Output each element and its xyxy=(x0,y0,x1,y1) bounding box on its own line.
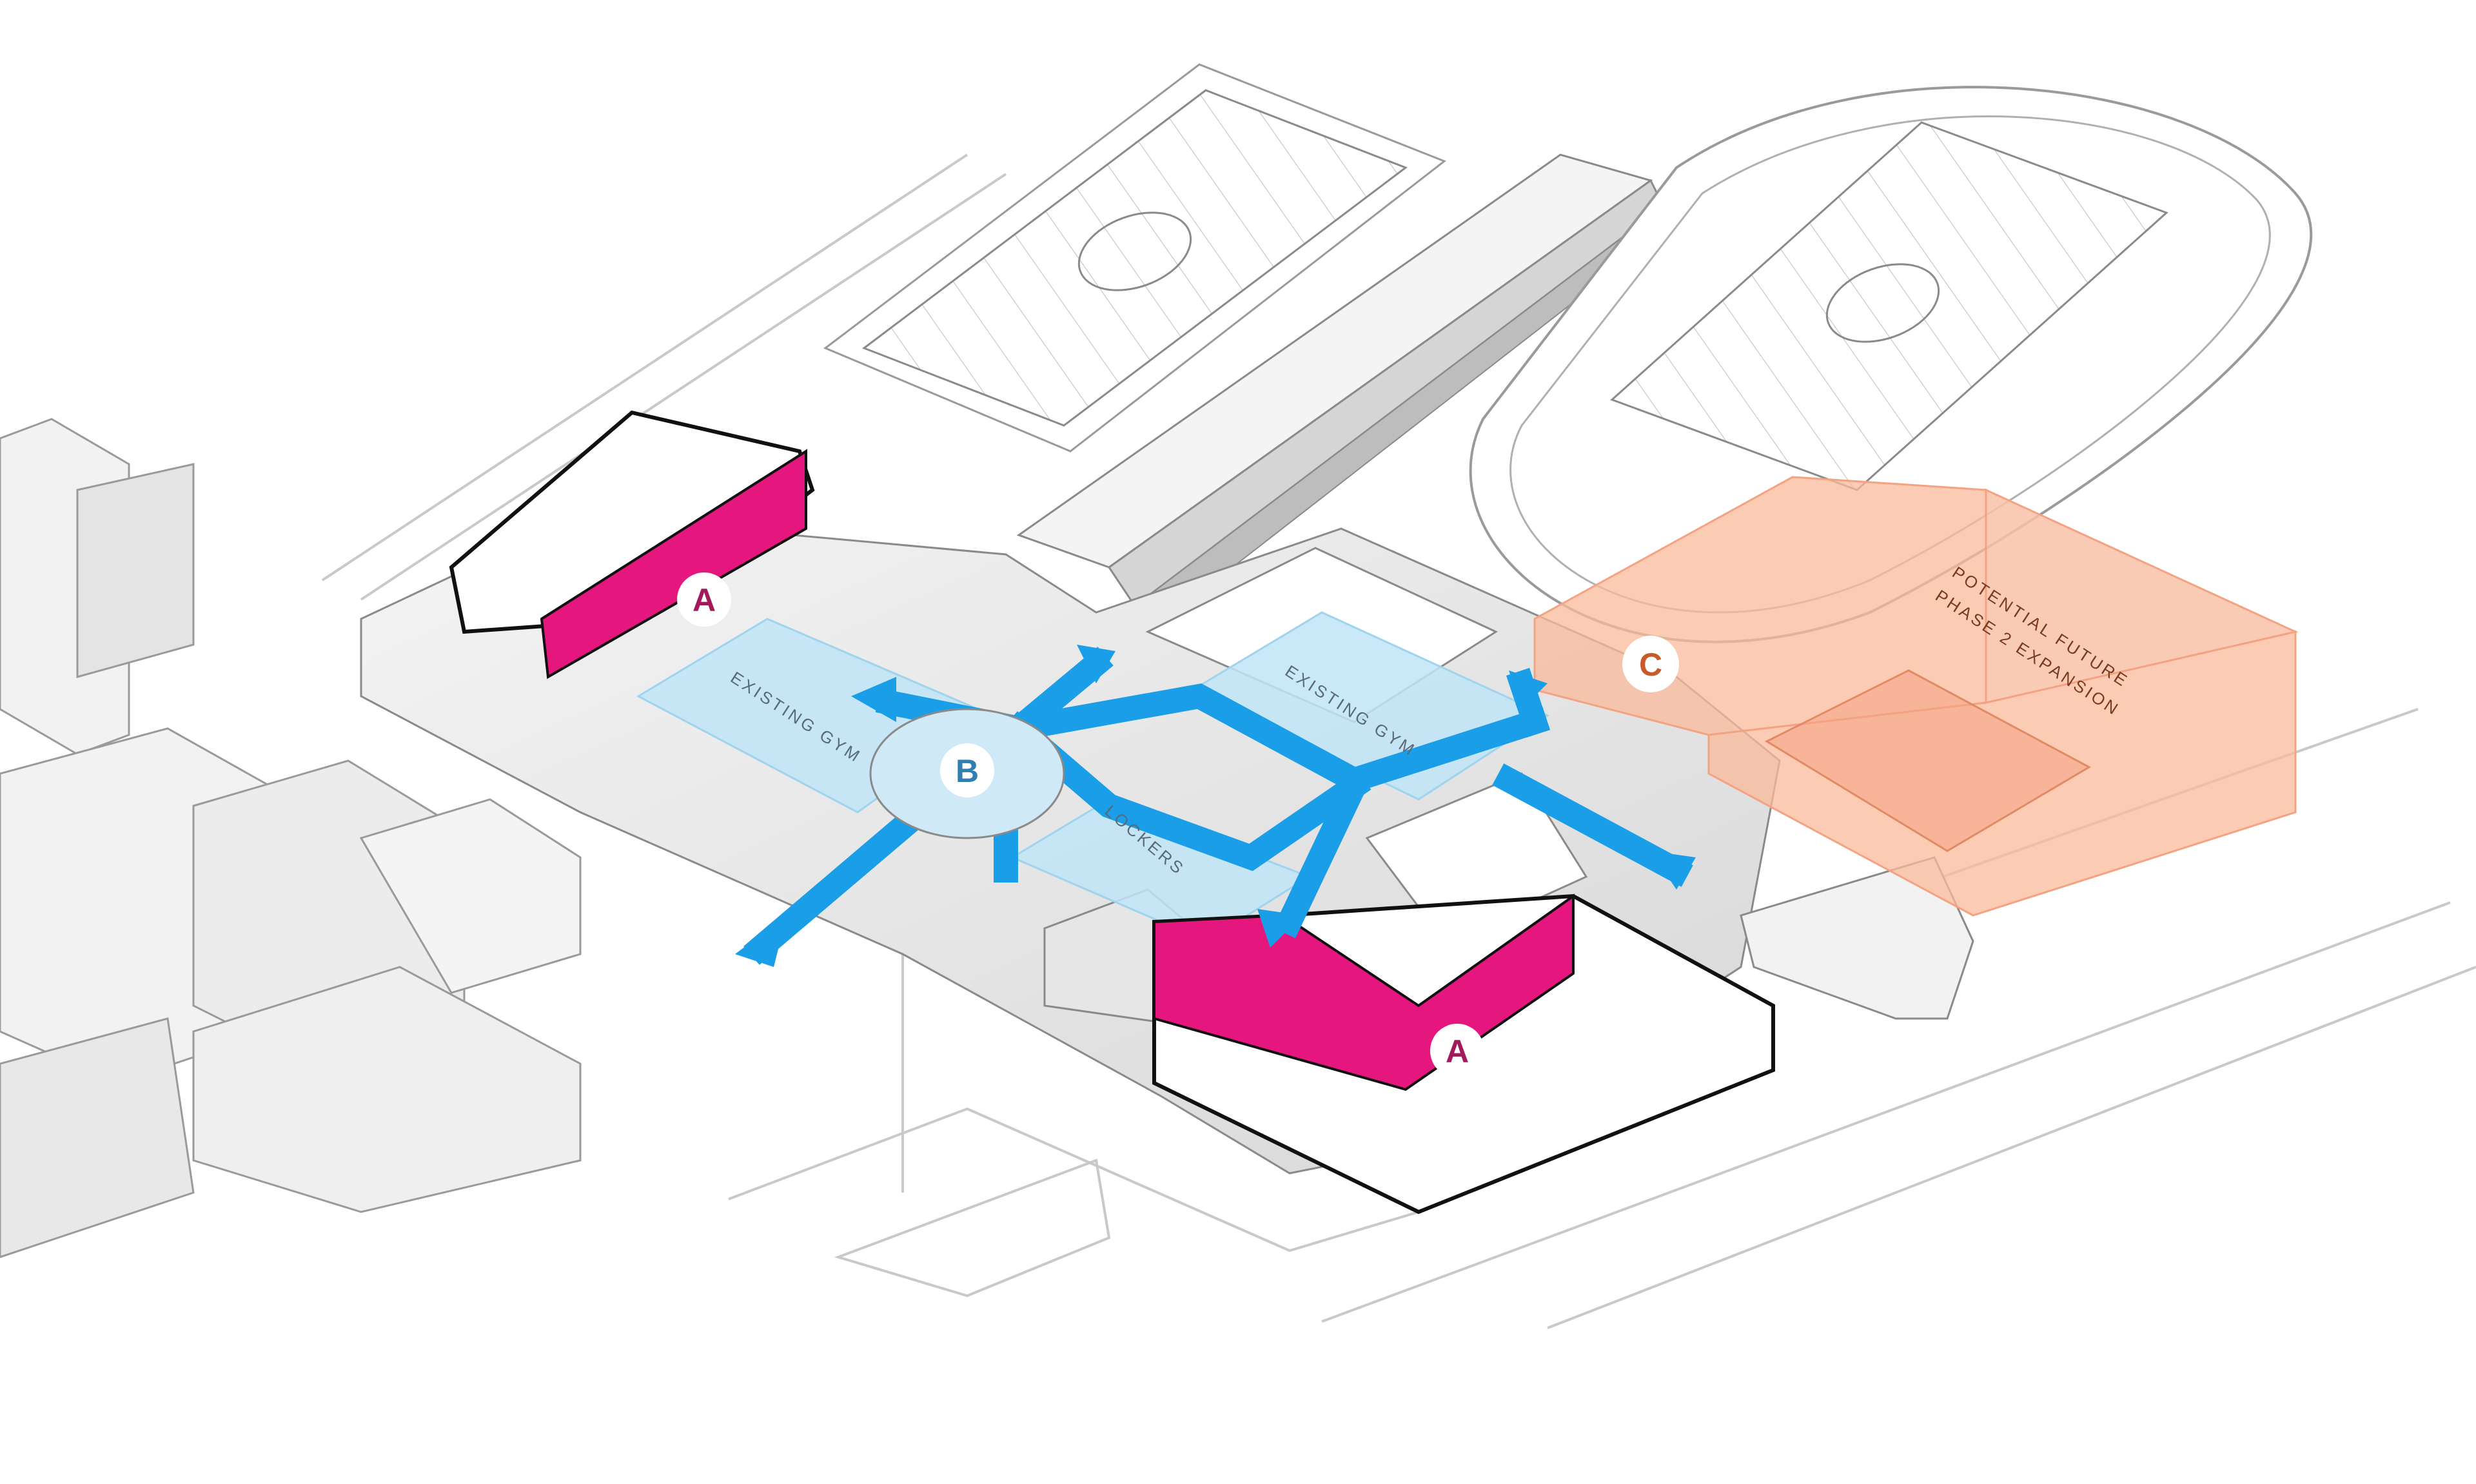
svg-text:B: B xyxy=(956,753,979,789)
circulation-arrowheads xyxy=(735,645,1696,967)
svg-text:A: A xyxy=(693,582,716,618)
addition-north xyxy=(449,410,815,679)
marker-c: C xyxy=(1622,636,1679,692)
football-field-north xyxy=(823,63,1446,453)
svg-text:A: A xyxy=(1446,1033,1469,1069)
marker-a-north: A xyxy=(677,572,731,627)
grandstand xyxy=(1016,153,1665,639)
running-track-field xyxy=(1469,86,2313,643)
svg-text:C: C xyxy=(1639,647,1662,683)
marker-b: B xyxy=(940,743,994,797)
neighborhood-buildings xyxy=(0,418,582,1258)
marker-a-south: A xyxy=(1430,1024,1484,1078)
